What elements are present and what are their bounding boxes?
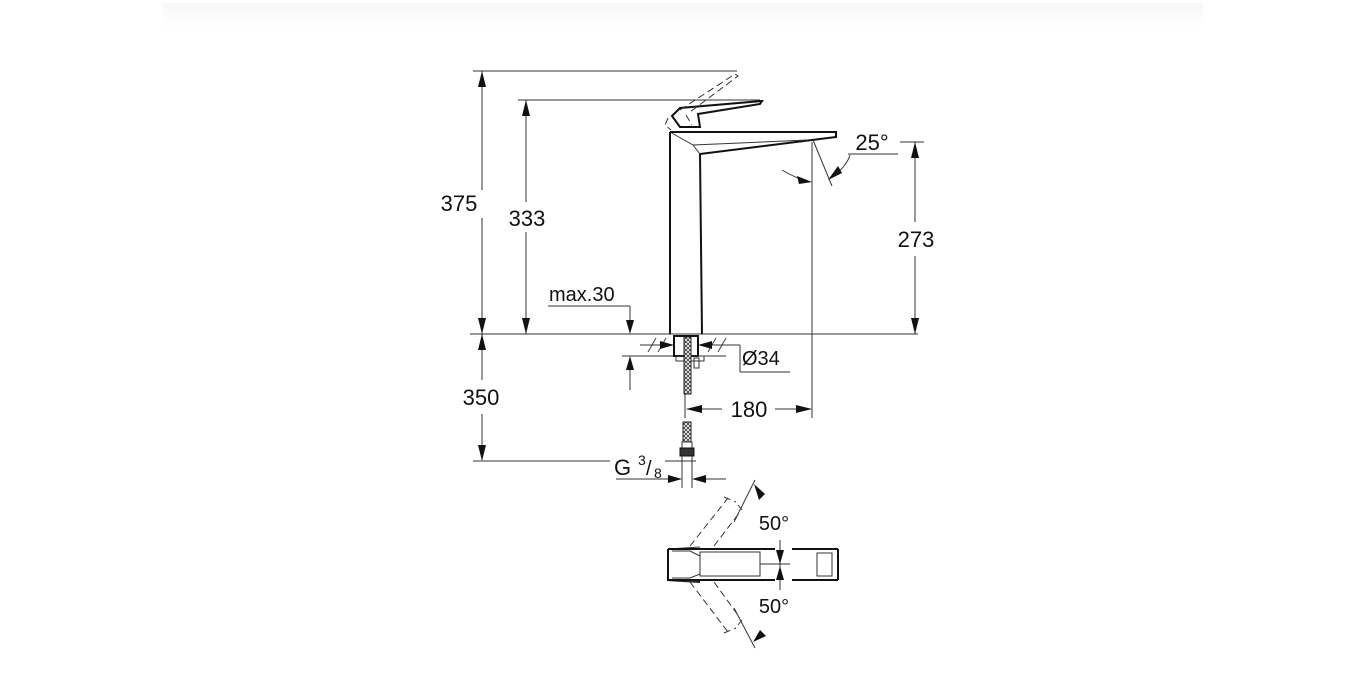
dimension-label-dia34: Ø34	[742, 348, 780, 370]
dimension-angle-25: 25°	[781, 130, 898, 187]
dimension-label-273: 273	[898, 227, 935, 252]
thread-label-denominator: 8	[654, 465, 662, 481]
thread-label-g: G	[614, 455, 631, 480]
dimension-label-25deg: 25°	[855, 130, 888, 155]
dimension-label-350: 350	[463, 385, 500, 410]
angle-label-50-up: 50°	[759, 513, 789, 535]
spout-outlet	[816, 552, 833, 577]
thread-label-numerator: 3	[638, 452, 646, 468]
spout	[670, 131, 837, 155]
lever-open-position	[679, 73, 739, 113]
lever-swing-up	[689, 497, 741, 547]
mounting-shank	[673, 335, 705, 395]
top-plan-view: 50° 50°	[667, 479, 839, 649]
side-elevation-view: 375 333	[441, 70, 935, 488]
dimension-273: 273	[898, 141, 935, 334]
angle-label-50-down: 50°	[759, 596, 789, 618]
dimension-label-180: 180	[731, 397, 768, 422]
dimension-333: 333	[509, 99, 760, 334]
dimension-dia34: Ø34	[640, 341, 790, 373]
dimension-375: 375	[441, 70, 737, 334]
lever-swing-down	[689, 581, 741, 633]
top-banner-strip	[163, 3, 1203, 29]
lever-handle	[670, 99, 764, 128]
dimension-label-333: 333	[509, 206, 546, 231]
dimension-label-375: 375	[441, 191, 478, 216]
faucet-body	[664, 73, 837, 335]
dimension-180: 180	[684, 394, 812, 422]
dimension-max30: max.30	[548, 284, 660, 390]
flex-hose-connector	[679, 421, 695, 488]
thread-label-slash: /	[646, 458, 652, 480]
dimension-350: 350	[463, 334, 696, 462]
dimension-label-max30: max.30	[549, 284, 615, 306]
dimension-g38-thread: G 3 / 8	[614, 452, 726, 483]
